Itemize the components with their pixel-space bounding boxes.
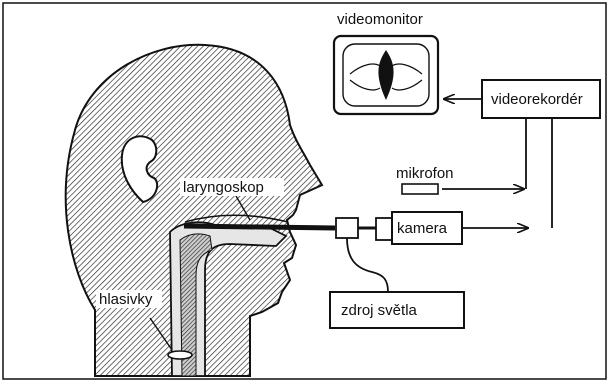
light-source-box [329,291,465,329]
videomonitor-label: videomonitor [337,11,423,28]
vocal-fold-right [391,63,423,75]
vocal-folds [167,350,193,360]
vocal-fold-right-low [391,79,423,91]
microphone [401,183,439,195]
camera-lens [375,217,393,241]
vocal-fold-left-low [349,79,381,91]
light-source-label: zdroj světla [341,302,418,319]
glottis-image [378,50,394,100]
vocal-fold-left [349,63,381,75]
laryngoscope-pointer [235,195,251,221]
palate-line [184,214,289,223]
microphone-label: mikrofon [396,165,454,182]
hlasivky-pointer [149,317,173,351]
camera-label: kamera [397,220,448,237]
videorecorder-label: videorekordér [491,91,583,108]
light-coupler [335,217,359,239]
laryngoskop-label-bg [180,178,284,196]
camera-box [391,211,463,245]
laryngoscope-rod [183,223,336,231]
frame [2,2,607,380]
hlasivky-label-bg [96,290,162,308]
hlasivky-label: hlasivky [99,291,153,308]
videorecorder-box [481,79,601,119]
laryngoskop-label: laryngoskop [183,179,264,196]
tongue-tissue [179,233,213,377]
light-cable [346,237,389,293]
ear [120,135,159,204]
